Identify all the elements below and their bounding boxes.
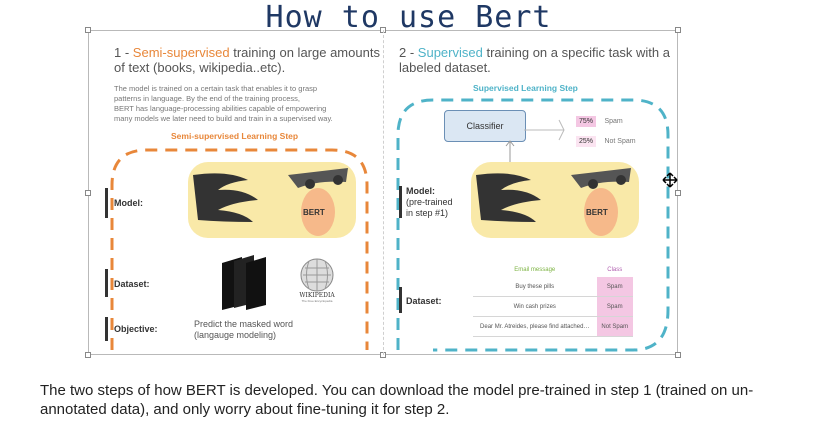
slide-title: How to use Bert	[265, 0, 552, 35]
table-cell-class: Not Spam	[596, 316, 633, 337]
output-spam-label: Spam	[604, 118, 623, 125]
right-step-title: Supervised Learning Step	[473, 83, 578, 93]
right-model-bar	[399, 186, 402, 218]
left-objective-label: Objective:	[114, 324, 158, 334]
table-header-row: Email message Class	[473, 263, 633, 277]
right-model-label: Model: (pre-trained in step #1)	[406, 186, 453, 218]
output-not-spam-label: Not Spam	[604, 138, 636, 145]
resize-handle-br[interactable]	[675, 352, 681, 358]
right-heading: 2 - Supervised training on a specific ta…	[399, 45, 670, 75]
wikipedia-globe-icon	[300, 258, 334, 292]
resize-handle-ml[interactable]	[85, 190, 91, 196]
left-bert-label: BERT	[303, 208, 325, 217]
table-cell-email: Dear Mr. Atreides, please find attached…	[473, 316, 597, 337]
model-to-classifier-arrow	[505, 140, 515, 162]
left-model-label: Model:	[114, 198, 143, 208]
table-cell-email: Buy these pills	[473, 277, 597, 297]
email-dataset-table: Email message Class Buy these pills Spam…	[473, 263, 633, 337]
bert-character-icon-finetune	[471, 162, 639, 238]
output-spam: 75% Spam	[576, 110, 623, 128]
slide-canvas[interactable]: 1 - Semi-supervised training on large am…	[85, 27, 681, 358]
left-objective-text: Predict the masked word (langauge modeli…	[194, 319, 294, 340]
output-spam-pct: 75%	[576, 116, 597, 127]
wikipedia-tagline: The Free Encyclopedia	[301, 299, 333, 303]
wikipedia-logo: WIKIPEDIA The Free Encyclopedia	[293, 258, 341, 303]
table-header-class: Class	[607, 267, 623, 273]
resize-handle-bl[interactable]	[85, 352, 91, 358]
left-model-bar	[105, 188, 108, 218]
left-dataset-bar	[105, 269, 108, 297]
table-row: Dear Mr. Atreides, please find attached……	[473, 316, 633, 337]
resize-handle-tr[interactable]	[675, 27, 681, 33]
output-not-spam: 25% Not Spam	[576, 130, 636, 148]
classifier-label: Classifier	[466, 121, 504, 131]
left-step-title: Semi-supervised Learning Step	[171, 131, 299, 141]
left-description: The model is trained on a certain task t…	[114, 84, 333, 123]
left-heading: 1 - Semi-supervised training on large am…	[114, 45, 380, 75]
table-row: Win cash prizes Spam	[473, 296, 633, 317]
table-cell-class: Spam	[596, 296, 633, 317]
table-row: Buy these pills Spam	[473, 277, 633, 297]
table-cell-email: Win cash prizes	[473, 296, 597, 317]
books-icon	[222, 255, 266, 310]
classifier-box: Classifier	[444, 110, 526, 142]
right-dataset-label: Dataset:	[406, 296, 442, 306]
resize-handle-mr[interactable]	[675, 190, 681, 196]
resize-handle-tl[interactable]	[85, 27, 91, 33]
right-dataset-bar	[399, 287, 402, 313]
figure-caption: The two steps of how BERT is developed. …	[40, 382, 754, 418]
wikipedia-name: WIKIPEDIA	[299, 292, 335, 299]
left-dashed-box	[110, 148, 369, 350]
column-divider	[383, 30, 384, 355]
right-bert-label: BERT	[586, 208, 608, 217]
right-dashed-box	[396, 98, 670, 352]
left-dataset-label: Dataset:	[114, 279, 150, 289]
bert-character-icon	[188, 162, 356, 238]
output-not-spam-pct: 25%	[576, 136, 597, 147]
move-cursor-icon	[662, 172, 678, 188]
classifier-output-arrow	[524, 119, 565, 141]
left-objective-bar	[105, 317, 108, 341]
table-header-email: Email message	[514, 267, 556, 273]
table-cell-class: Spam	[596, 277, 633, 297]
